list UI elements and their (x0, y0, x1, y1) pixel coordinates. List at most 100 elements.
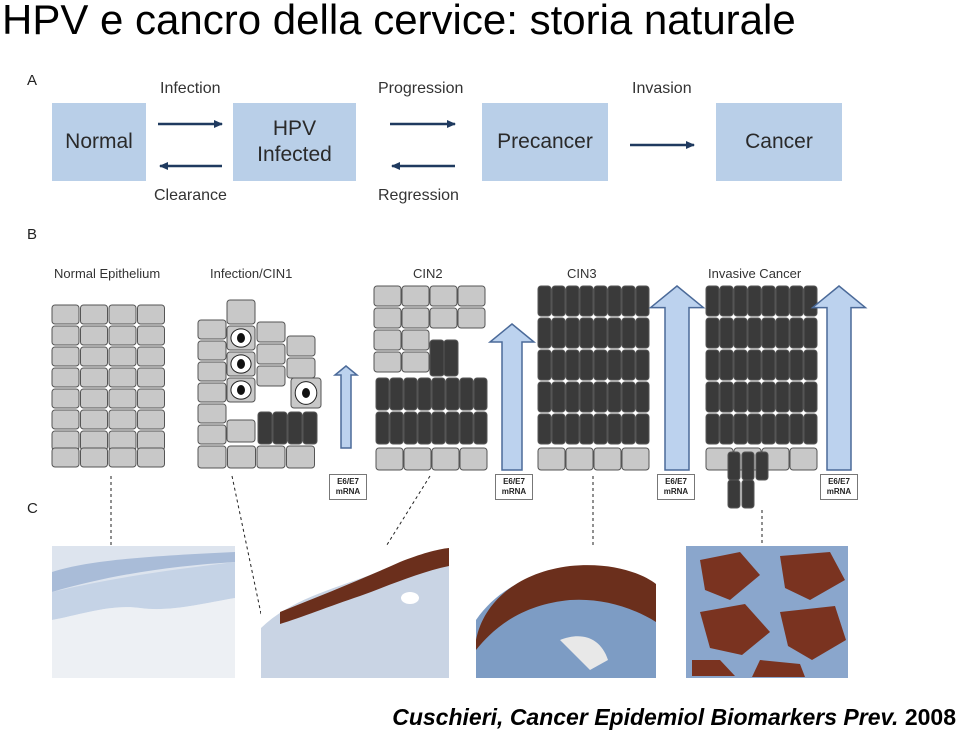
epithelial-cell (593, 447, 622, 471)
stage-precancer-label: Precancer (497, 130, 593, 153)
epithelial-cell (373, 285, 402, 307)
epithelial-cell (733, 349, 748, 381)
epithelial-cell (197, 424, 227, 445)
panel-c-letter: C (27, 500, 38, 517)
epithelial-cell (761, 349, 776, 381)
epithelial-cell (579, 381, 594, 413)
epithelial-cell (607, 285, 622, 317)
epithelial-cell (705, 285, 720, 317)
mrna-box-2: E6/E7 mRNA (495, 474, 533, 500)
epithelial-cell (775, 413, 790, 445)
epithelial-cell (621, 381, 636, 413)
epithelial-cell (607, 349, 622, 381)
epithelial-cell (761, 413, 776, 445)
epithelial-cell (137, 304, 165, 325)
epithelial-cell (789, 447, 818, 471)
epithelial-cell (51, 447, 80, 468)
citation-text: Cuschieri, Cancer Epidemiol Biomarkers P… (392, 704, 899, 730)
epithelial-cell (747, 349, 762, 381)
epithelial-cell (431, 411, 446, 445)
epithelial-cell (401, 351, 430, 373)
upward-arrow (810, 285, 868, 471)
epithelial-cell (137, 346, 165, 367)
epithelial-cell (705, 381, 720, 413)
epithelial-cell (593, 349, 608, 381)
epithelial-cell (741, 451, 755, 481)
epithelial-cell (551, 349, 566, 381)
epithelial-cell (537, 381, 552, 413)
epithelial-cell (775, 349, 790, 381)
panel-a-letter: A (27, 72, 38, 89)
epithelial-cell (621, 285, 636, 317)
epithelial-cell (579, 413, 594, 445)
epithelial-cell (51, 304, 80, 325)
stage-cancer: Cancer (716, 103, 842, 181)
stage-hpv-infected: HPV Infected (233, 103, 356, 181)
epithelial-cell (417, 411, 432, 445)
epithelial-cell (51, 388, 80, 409)
epithelial-cell (401, 285, 430, 307)
epithelial-cell (473, 411, 488, 445)
epithelial-cell (227, 445, 256, 469)
epithelial-cell (579, 317, 594, 349)
stage-hpv-infected-label: HPV Infected (257, 117, 332, 166)
epithelial-cell (431, 377, 446, 411)
stage-precancer: Precancer (482, 103, 608, 181)
epithelial-cell (197, 403, 227, 424)
mrna-label-3: E6/E7 mRNA (663, 477, 689, 496)
epithelial-cell (537, 413, 552, 445)
epithelial-cell (226, 419, 256, 443)
epithelial-cell (593, 317, 608, 349)
epithelial-cell (80, 430, 108, 451)
col-cin3: CIN3 (567, 266, 597, 281)
epithelial-cell (593, 285, 608, 317)
micrograph-cin3 (476, 546, 656, 678)
epithelial-cell (551, 381, 566, 413)
epithelial-cell (775, 285, 790, 317)
epithelial-cell (457, 285, 486, 307)
epithelial-cell (429, 307, 458, 329)
epithelial-cell (705, 317, 720, 349)
epithelial-cell (719, 413, 734, 445)
epithelial-cell (108, 325, 137, 346)
epithelial-cell (789, 317, 804, 349)
epithelial-cell (373, 351, 402, 373)
epithelial-cell (635, 317, 650, 349)
epithelial-cell (803, 413, 818, 445)
epithelial-cell (256, 321, 286, 343)
epithelial-cell (719, 285, 734, 317)
epithelial-cell (226, 299, 256, 325)
epithelial-cell (579, 285, 594, 317)
epithelial-cell (403, 377, 418, 411)
epithelial-cell (417, 377, 432, 411)
epithelial-cell (705, 413, 720, 445)
epithelial-cell (137, 367, 165, 388)
epithelial-cell (747, 317, 762, 349)
epithelial-cell (803, 349, 818, 381)
mrna-box-1: E6/E7 mRNA (329, 474, 367, 500)
epithelial-cell (551, 413, 566, 445)
epithelial-cell (755, 451, 769, 481)
epithelial-cell (302, 411, 318, 445)
epithelial-cell (733, 285, 748, 317)
col-infection-cin1: Infection/CIN1 (210, 266, 293, 281)
epithelial-cell (197, 361, 227, 382)
mrna-box-4: E6/E7 mRNA (820, 474, 858, 500)
epithelial-cell (607, 381, 622, 413)
epithelial-cell (551, 285, 566, 317)
epithelial-cell (256, 365, 286, 387)
epithelial-cell (445, 411, 460, 445)
epithelial-cell (108, 367, 137, 388)
stage-cancer-label: Cancer (745, 130, 813, 153)
epithelial-cell (775, 317, 790, 349)
label-invasion: Invasion (632, 80, 692, 97)
epithelial-cell (761, 317, 776, 349)
cell-nucleus (237, 385, 245, 395)
epithelial-cell (775, 381, 790, 413)
epithelial-cell (537, 349, 552, 381)
epithelial-cell (51, 325, 80, 346)
epithelial-cell (80, 447, 108, 468)
dashed-line-cin1 (231, 475, 265, 629)
epithelial-cell (80, 304, 108, 325)
epithelial-cell (727, 451, 741, 481)
